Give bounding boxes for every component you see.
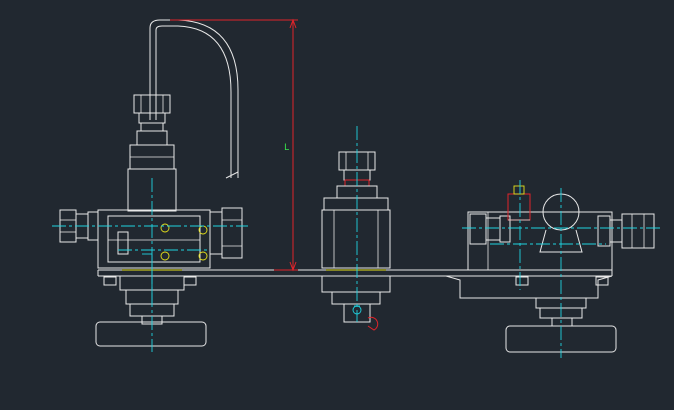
dimension-L: L xyxy=(170,18,298,272)
middle-fitting-assembly xyxy=(321,126,391,331)
left-valve-assembly xyxy=(52,19,248,352)
right-regulator-assembly xyxy=(445,180,662,358)
dimension-label: L xyxy=(284,143,289,153)
mounting-plate xyxy=(97,269,613,277)
